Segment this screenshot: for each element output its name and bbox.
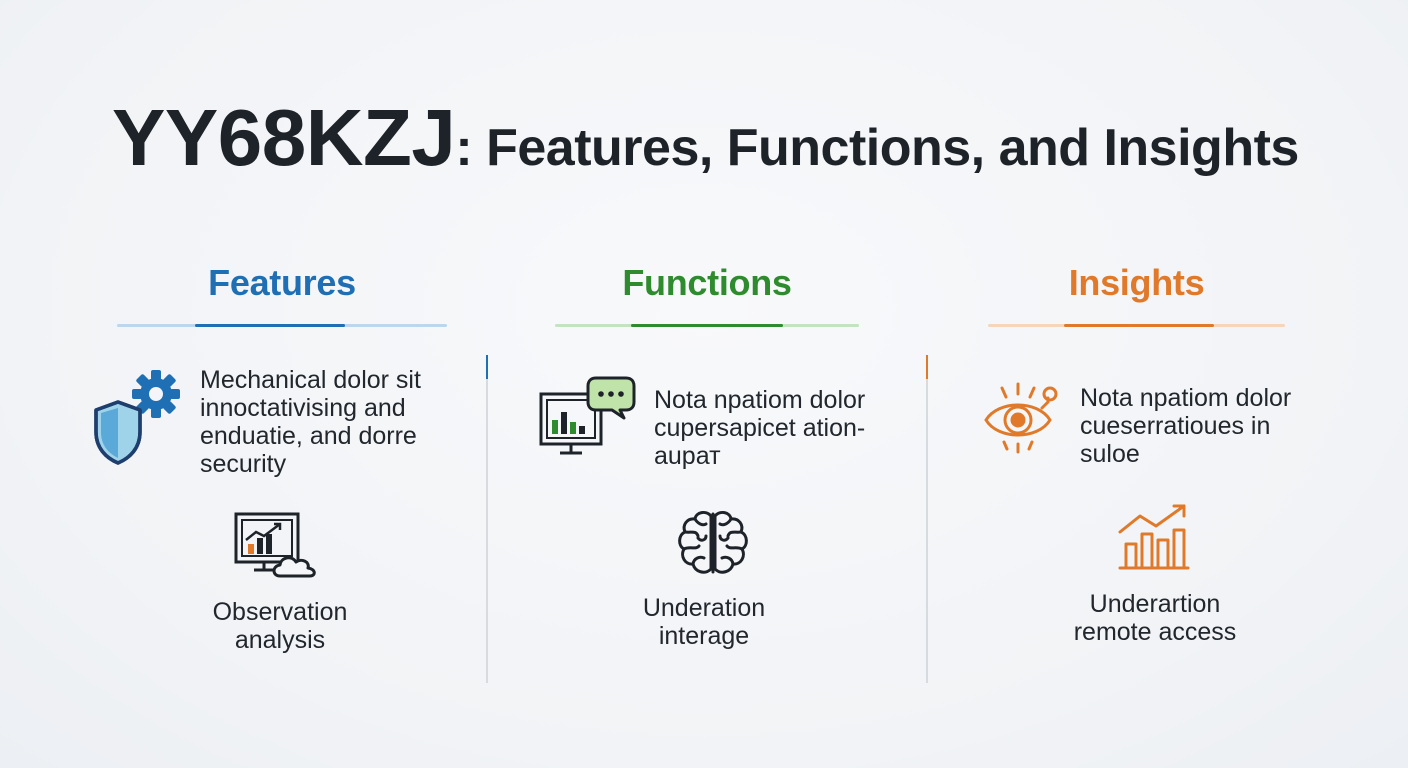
- monitor-chat-icon: [538, 374, 638, 458]
- features-item-2: Observation analysis: [200, 510, 360, 654]
- brain-icon: [676, 508, 784, 580]
- features-heading: Features: [208, 262, 356, 303]
- title-rest: : Features, Functions, and Insights: [455, 119, 1299, 177]
- functions-item-2-text: Underation interage: [642, 594, 766, 650]
- growth-chart-icon: [1116, 500, 1240, 572]
- insights-underline: [988, 324, 1285, 327]
- column-divider: [486, 355, 488, 683]
- title-code: YY68KZJ: [112, 93, 456, 182]
- features-item-1-text: Mechanical dolor sit innoctativising and…: [200, 366, 421, 478]
- functions-column: Functions: [555, 262, 859, 327]
- features-column: Features: [117, 262, 447, 327]
- functions-item-1-text: Nota npatiom dolor cupersapicet ation- a…: [654, 386, 866, 470]
- functions-underline: [555, 324, 859, 327]
- insights-item-2: Underartion remote access: [1070, 500, 1240, 646]
- functions-item-2: Underation interage: [624, 508, 784, 650]
- insights-heading: Insights: [1068, 262, 1205, 303]
- features-item-2-text: Observation analysis: [212, 598, 348, 654]
- shield-gear-icon: [90, 366, 186, 466]
- insights-item-1-text: Nota npatiom dolor cueserratioues in sul…: [1080, 384, 1292, 468]
- column-divider: [926, 355, 928, 683]
- page-title: YY68KZJ: Features, Functions, and Insigh…: [112, 92, 1299, 184]
- chart-cloud-icon: [232, 510, 360, 582]
- functions-heading: Functions: [622, 262, 792, 303]
- insights-item-2-text: Underartion remote access: [1073, 590, 1237, 646]
- eye-icon: [982, 380, 1066, 456]
- insights-column: Insights: [988, 262, 1285, 327]
- features-underline: [117, 324, 447, 327]
